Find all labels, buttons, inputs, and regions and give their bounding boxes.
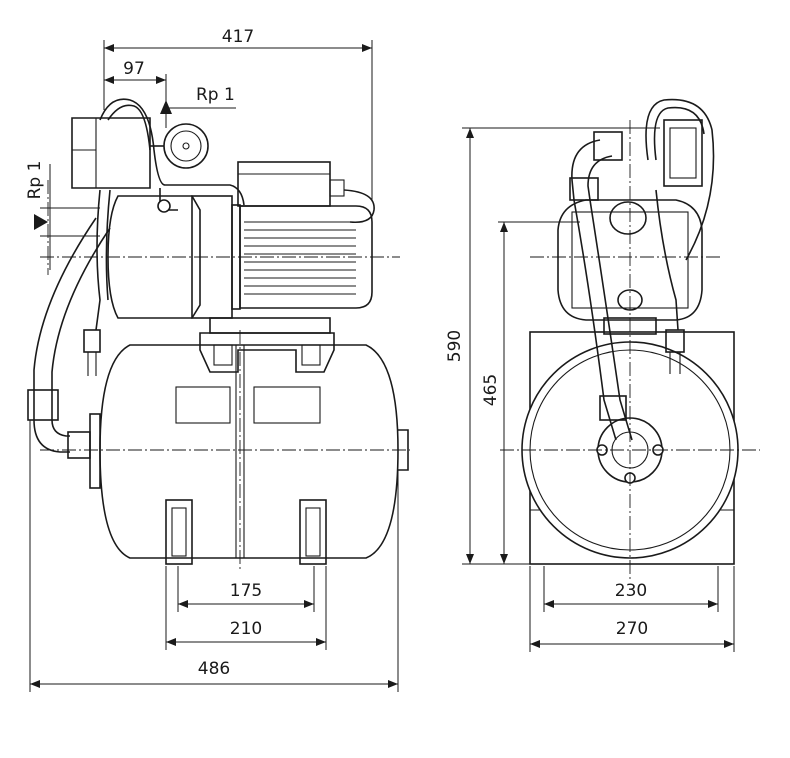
dim-total-height: 590: [445, 127, 660, 565]
front-cables: [645, 98, 715, 374]
front-view: 590 465 230 270: [445, 98, 760, 652]
pressure-switch: [71, 117, 209, 213]
foot-left: [165, 499, 193, 565]
dim-590-label: 590: [445, 330, 465, 362]
dim-417-label: 417: [222, 27, 254, 47]
motor-front: [557, 199, 703, 321]
suction-pipe: [27, 217, 111, 489]
dim-foot-inner-front: 230: [543, 566, 719, 612]
dim-270-label: 270: [616, 619, 648, 639]
side-view: 417 97 Rp 1 Rp 1 175 210: [25, 27, 410, 692]
dim-230-label: 230: [615, 581, 647, 601]
dim-175-label: 175: [230, 581, 262, 601]
motor-body: [239, 205, 373, 309]
front-pipe: [569, 131, 633, 441]
port-top-callout: Rp 1: [160, 85, 236, 124]
terminal-box: [237, 161, 331, 207]
port-side-callout: Rp 1: [25, 161, 100, 270]
dim-97-label: 97: [123, 59, 145, 79]
dim-foot-inner-side: 175: [177, 566, 315, 612]
dim-210-label: 210: [230, 619, 262, 639]
dim-foot-outer-front: 270: [529, 566, 735, 652]
side-centerlines: [40, 180, 410, 570]
foot-right: [299, 499, 327, 565]
dim-inlet-height: 465: [481, 221, 580, 564]
cables: [83, 98, 375, 376]
tank-feet: [165, 499, 327, 565]
tank-label-plate-right: [253, 386, 321, 424]
mounting-saddle: [199, 332, 335, 373]
tank-label-plate-left: [175, 386, 231, 424]
dim-overall-width: 417: [103, 27, 373, 200]
port-top-label: Rp 1: [196, 85, 235, 105]
dim-465-label: 465: [481, 374, 501, 406]
dim-total-length: 486: [29, 420, 399, 692]
dim-foot-outer-side: 210: [165, 566, 327, 650]
pressure-tank: [99, 332, 409, 559]
pump-housing: [107, 195, 201, 319]
port-side-label: Rp 1: [25, 161, 45, 200]
inlet-flange: [89, 413, 101, 489]
pump-motor: [107, 161, 373, 334]
dim-486-label: 486: [198, 659, 230, 679]
